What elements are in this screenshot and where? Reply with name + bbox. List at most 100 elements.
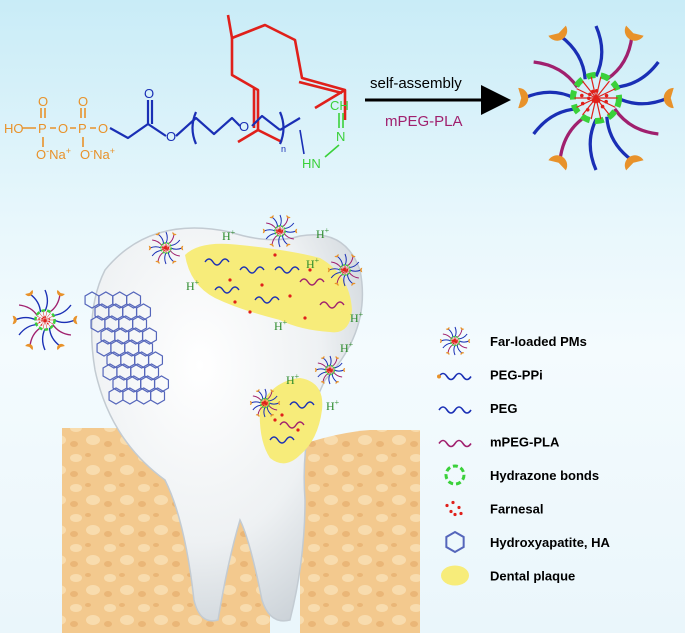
hexagon-cell — [132, 315, 148, 333]
hydrazone-bonds-lines — [299, 113, 344, 158]
hexagon-cell — [150, 387, 166, 405]
o-top2-label: O — [78, 94, 88, 109]
peg-ppi-icon — [437, 372, 472, 381]
polymer-squiggle — [274, 266, 300, 274]
micelle-tooth-5 — [249, 388, 281, 418]
mpeg-pla-icon — [438, 439, 472, 448]
farnesal-dot — [288, 294, 292, 298]
arrow-bottom-label: mPEG-PLA — [385, 113, 463, 130]
ona2-label: O-Na+ — [80, 146, 115, 162]
p1-label: P — [38, 121, 47, 136]
h-plus-label: H+ — [222, 228, 236, 243]
plaque-contents — [204, 253, 345, 444]
o-link1-label: O — [58, 121, 68, 136]
h-plus-label: H+ — [186, 278, 200, 293]
farnesal-dot — [260, 283, 264, 287]
legend-item: PEG — [438, 401, 517, 416]
ho-label: HO — [4, 121, 24, 136]
farnesal-dot — [228, 278, 232, 282]
polymer-squiggle — [299, 278, 325, 286]
farnesal-dot — [296, 428, 300, 432]
farnesal-dot — [280, 413, 284, 417]
o-top1-label: O — [38, 94, 48, 109]
legend-label: Farnesal — [490, 502, 543, 517]
polymer-squiggle — [204, 258, 230, 266]
micelle-left — [12, 289, 78, 351]
farnesal-dot — [303, 316, 307, 320]
h-plus-label: H+ — [340, 340, 354, 355]
pyrophosphate-group: HO P O P O O O O-Na+ O-Na+ — [4, 94, 115, 162]
hexagon-cell — [126, 291, 142, 309]
polymer-squiggle — [279, 421, 305, 429]
hexagon-cell — [135, 303, 152, 321]
farnesal-dot — [248, 310, 252, 314]
polymer-squiggle — [269, 436, 295, 444]
o-link2-label: O — [98, 121, 108, 136]
proton-labels: H+H+H+H+H+H+H+H+H+ — [186, 226, 364, 413]
h-plus-label: H+ — [286, 372, 300, 387]
peg-atoms: O O O n — [144, 86, 286, 154]
polymer-squiggle — [239, 266, 265, 274]
hexagon-cell — [144, 363, 160, 381]
legend-label: Hydrazone bonds — [490, 468, 599, 483]
tooth — [90, 227, 364, 622]
polymer-squiggle — [214, 286, 240, 294]
micelle-large — [518, 25, 674, 171]
micelle-tooth-1 — [148, 231, 184, 265]
legend-label: Far-loaded PMs — [490, 334, 587, 349]
ona1-label: O-Na+ — [36, 146, 71, 162]
plaque-icon — [441, 565, 469, 586]
legend-label: PEG — [490, 401, 517, 416]
n1-label: N — [336, 129, 345, 144]
legend-item: mPEG-PLA — [438, 435, 560, 450]
pyrophosphate-bonds — [22, 108, 96, 147]
farnesal-dot — [308, 268, 312, 272]
farnesal-chain — [226, 14, 347, 144]
polymer-squiggle — [254, 296, 280, 304]
ester-o2-label: O — [166, 129, 176, 144]
hexagon-cell — [141, 327, 158, 345]
dental-plaque — [185, 243, 352, 464]
legend-item: Hydrazone bonds — [444, 464, 599, 486]
nh-label: HN — [302, 156, 321, 171]
h-plus-label: H+ — [274, 318, 288, 333]
arrow-top-label: self-assembly — [370, 75, 462, 92]
h-plus-label: H+ — [306, 256, 320, 271]
legend-label: PEG-PPi — [490, 368, 543, 383]
ether-o-label: O — [239, 119, 249, 134]
micelle-layer — [12, 25, 674, 418]
farnesal-dot — [233, 300, 237, 304]
farnesal-icon — [445, 500, 463, 517]
hydroxyapatite-lattice — [84, 291, 170, 405]
micelle-tooth-3 — [327, 253, 363, 287]
h-plus-label: H+ — [326, 398, 340, 413]
hydrazone-icon — [444, 464, 466, 486]
hexagon-cell — [138, 339, 154, 357]
peg-icon — [438, 406, 472, 414]
legend-label: Dental plaque — [490, 569, 575, 584]
hexagon-icon — [445, 530, 465, 554]
legend-item: PEG-PPi — [437, 368, 543, 383]
farnesal-dot — [273, 418, 277, 422]
legend-item: Farnesal — [445, 500, 543, 517]
micelle-tooth-4 — [314, 355, 346, 385]
micelle-icon — [439, 326, 471, 356]
p2-label: P — [78, 121, 87, 136]
legend-label: mPEG-PLA — [490, 435, 560, 450]
legend-item: Dental plaque — [441, 565, 575, 586]
hydrazone-linkage: CH N HN — [302, 98, 349, 171]
reaction-arrow: self-assembly mPEG-PLA — [365, 75, 511, 130]
h-plus-label: H+ — [316, 226, 330, 241]
ester-o-label: O — [144, 86, 154, 101]
peg-linker — [109, 100, 301, 145]
micelle-tooth-2 — [262, 214, 298, 248]
hexagon-cell — [147, 351, 164, 369]
legend-item: Far-loaded PMs — [439, 326, 587, 356]
farnesal-dot — [273, 253, 277, 257]
ch-label: CH — [330, 98, 349, 113]
polymer-squiggle — [319, 301, 345, 309]
hexagon-cell — [153, 375, 170, 393]
